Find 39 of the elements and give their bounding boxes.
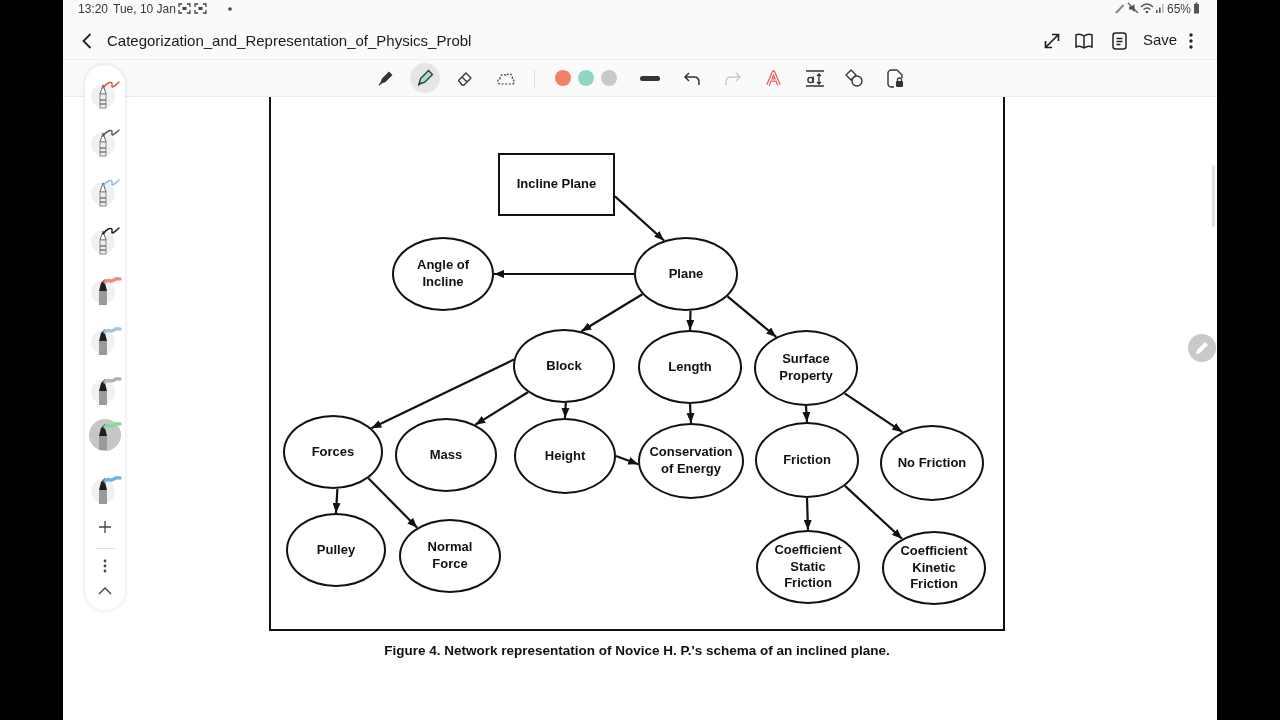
arrow xyxy=(367,477,418,529)
node-label: Mass xyxy=(429,446,463,464)
node-label: Coefficient Kinetic Friction xyxy=(899,543,969,593)
arrow xyxy=(844,392,903,433)
node-label: Forces xyxy=(311,443,355,461)
arrow xyxy=(726,295,777,338)
arrow xyxy=(844,485,903,540)
node-label: Angle of Incline xyxy=(416,257,470,291)
node-label: Normal Force xyxy=(426,539,474,573)
node-label: Coefficient Static Friction xyxy=(773,542,843,592)
node-label: Height xyxy=(544,447,586,465)
arrow xyxy=(580,293,643,333)
document-title: Categorization_and_Representation_of_Physics_Probl xyxy=(107,31,472,51)
arrow xyxy=(561,402,570,419)
node-label: Incline Plane xyxy=(516,176,597,193)
node-label: Surface Property xyxy=(778,351,834,385)
date-text: Tue, 10 Jan xyxy=(113,2,176,16)
node-label: Friction xyxy=(783,451,831,469)
concept-box xyxy=(498,153,615,216)
arrow xyxy=(370,358,515,430)
node-label: No Friction xyxy=(897,454,967,472)
arrow xyxy=(802,405,811,423)
arrow xyxy=(494,270,634,278)
arrow xyxy=(686,403,695,424)
node-label: Length xyxy=(668,358,712,376)
arrow xyxy=(615,454,639,466)
node-label: Pulley xyxy=(316,541,356,559)
clock-text: 13:20 xyxy=(78,2,109,16)
save-button: Save xyxy=(1140,30,1181,50)
arrow xyxy=(332,488,341,514)
node-label: Conservation of Energy xyxy=(648,444,734,478)
arrow xyxy=(686,310,695,331)
node-label: Plane xyxy=(668,265,704,283)
node-label: Block xyxy=(546,357,582,375)
figure-caption: Figure 4. Network representation of Novice H. P.'s schema of an inclined plane. xyxy=(384,642,890,660)
battery-level-text: 65% xyxy=(1167,2,1192,16)
arrow xyxy=(803,497,812,531)
arrow xyxy=(474,391,529,426)
arrow xyxy=(614,195,665,242)
